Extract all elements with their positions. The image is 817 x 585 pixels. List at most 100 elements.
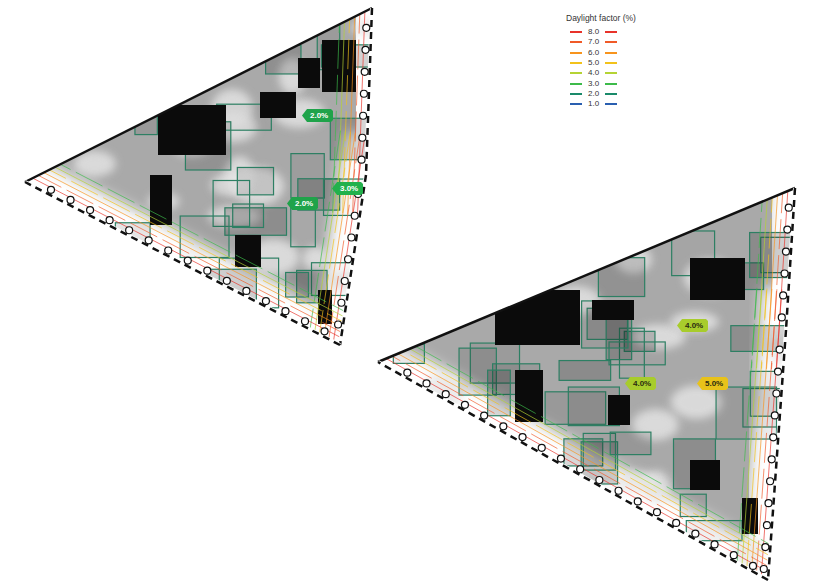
column bbox=[784, 226, 791, 233]
column bbox=[781, 270, 788, 277]
legend-swatch bbox=[570, 31, 582, 33]
legend-entry: 2.0 bbox=[570, 89, 617, 99]
column bbox=[785, 204, 792, 211]
column bbox=[338, 299, 345, 306]
legend-label: 7.0 bbox=[588, 37, 599, 47]
column bbox=[538, 444, 545, 451]
column bbox=[765, 500, 772, 507]
legend-entry: 8.0 bbox=[570, 27, 617, 37]
column bbox=[770, 434, 777, 441]
column bbox=[673, 519, 680, 526]
core-block bbox=[515, 370, 543, 422]
legend-swatch bbox=[605, 31, 617, 33]
legend-swatch bbox=[570, 93, 582, 95]
legend-label: 1.0 bbox=[588, 99, 599, 109]
value-tag: 5.0% bbox=[697, 377, 728, 390]
tag-value: 5.0% bbox=[697, 377, 728, 390]
column bbox=[361, 68, 368, 75]
column bbox=[778, 314, 785, 321]
column bbox=[351, 212, 358, 219]
legend-entry: 3.0 bbox=[570, 79, 617, 89]
core-block bbox=[260, 92, 296, 118]
value-tag: 3.0% bbox=[332, 182, 363, 195]
column bbox=[771, 412, 778, 419]
column bbox=[321, 328, 328, 335]
column bbox=[184, 257, 191, 264]
column bbox=[768, 456, 775, 463]
legend-label: 5.0 bbox=[588, 58, 599, 68]
column bbox=[653, 509, 660, 516]
column bbox=[711, 541, 718, 548]
value-tag: 2.0% bbox=[287, 197, 318, 210]
column bbox=[106, 217, 113, 224]
column bbox=[692, 530, 699, 537]
column bbox=[615, 487, 622, 494]
column bbox=[47, 186, 54, 193]
legend-title: Daylight factor (%) bbox=[566, 13, 636, 23]
column bbox=[442, 391, 449, 398]
column bbox=[301, 318, 308, 325]
legend-label: 3.0 bbox=[588, 79, 599, 89]
column bbox=[165, 247, 172, 254]
column bbox=[776, 346, 783, 353]
legend-swatch bbox=[605, 83, 617, 85]
core-block bbox=[690, 460, 720, 490]
column bbox=[596, 477, 603, 484]
column bbox=[87, 207, 94, 214]
tag-value: 4.0% bbox=[677, 319, 708, 332]
column bbox=[363, 24, 370, 31]
tag-value: 4.0% bbox=[625, 377, 656, 390]
column bbox=[126, 227, 133, 234]
column bbox=[763, 522, 770, 529]
column bbox=[204, 267, 211, 274]
column bbox=[348, 234, 355, 241]
legend-label: 8.0 bbox=[588, 27, 599, 37]
core-block bbox=[298, 58, 320, 88]
legend-swatch bbox=[605, 52, 617, 54]
legend-swatch bbox=[605, 103, 617, 105]
legend-swatch bbox=[605, 41, 617, 43]
column bbox=[341, 278, 348, 285]
column bbox=[634, 498, 641, 505]
column bbox=[767, 478, 774, 485]
column bbox=[461, 401, 468, 408]
column bbox=[774, 368, 781, 375]
floor-plan bbox=[0, 0, 390, 384]
column bbox=[262, 298, 269, 305]
column bbox=[359, 134, 366, 141]
column bbox=[760, 566, 767, 573]
column bbox=[358, 156, 365, 163]
legend-swatch bbox=[605, 93, 617, 95]
legend-label: 4.0 bbox=[588, 68, 599, 78]
legend-entry: 5.0 bbox=[570, 58, 617, 68]
legend-swatch bbox=[570, 83, 582, 85]
column bbox=[773, 390, 780, 397]
legend-swatch bbox=[570, 62, 582, 64]
column bbox=[335, 321, 342, 328]
column bbox=[749, 562, 756, 569]
core-block bbox=[495, 290, 580, 345]
legend-swatch bbox=[570, 103, 582, 105]
legend-swatch bbox=[605, 72, 617, 74]
value-tag: 2.0% bbox=[302, 109, 333, 122]
legend-entry: 4.0 bbox=[570, 68, 617, 78]
column bbox=[360, 112, 367, 119]
column bbox=[730, 552, 737, 559]
core-block bbox=[690, 258, 745, 300]
tag-value: 2.0% bbox=[302, 109, 333, 122]
tag-value: 3.0% bbox=[332, 182, 363, 195]
tag-value: 2.0% bbox=[287, 197, 318, 210]
column bbox=[145, 237, 152, 244]
legend-entry: 1.0 bbox=[570, 99, 617, 109]
legend-swatch bbox=[570, 52, 582, 54]
column bbox=[423, 380, 430, 387]
legend-label: 2.0 bbox=[588, 89, 599, 99]
column bbox=[481, 412, 488, 419]
column bbox=[557, 455, 564, 462]
legend-swatch bbox=[605, 62, 617, 64]
column bbox=[762, 544, 769, 551]
column bbox=[500, 423, 507, 430]
legend-swatch bbox=[570, 41, 582, 43]
core-block bbox=[150, 175, 172, 225]
